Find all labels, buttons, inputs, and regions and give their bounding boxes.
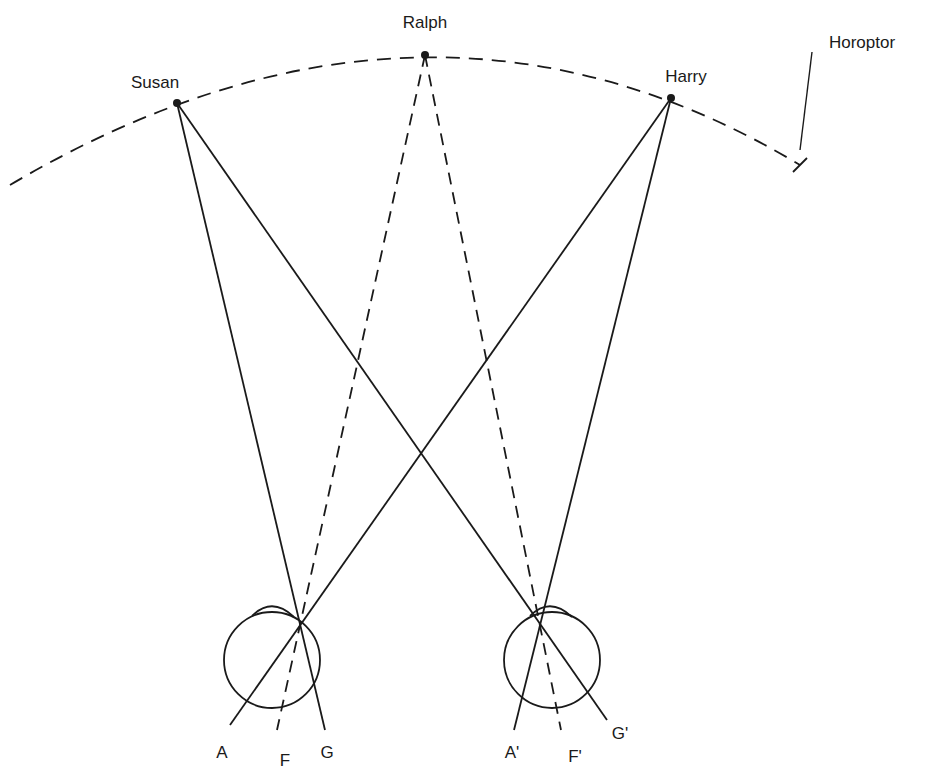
person-label: Ralph [403,14,447,31]
ray [277,55,425,730]
ray [230,98,671,725]
retina-point-label: G [320,744,333,761]
leader-line [800,52,812,150]
ray [425,55,561,730]
ray [177,103,607,720]
retina-point-label: F' [568,748,582,765]
ray [177,103,325,730]
person-label: Susan [131,74,179,91]
ray [514,98,671,730]
horoptor-arc [10,57,800,185]
arc-end-tick [793,158,807,172]
horoptor-label: Horoptor [829,34,895,51]
retina-point-label: A [216,744,227,761]
left-eye [224,612,320,708]
retina-point-label: F [280,752,290,769]
point [667,94,675,102]
point [421,51,429,59]
retina-point-label: G' [612,725,628,742]
left-cornea [252,606,294,617]
person-label: Harry [665,68,707,85]
right-eye [504,612,600,708]
retina-point-label: A' [505,744,520,761]
point [173,99,181,107]
